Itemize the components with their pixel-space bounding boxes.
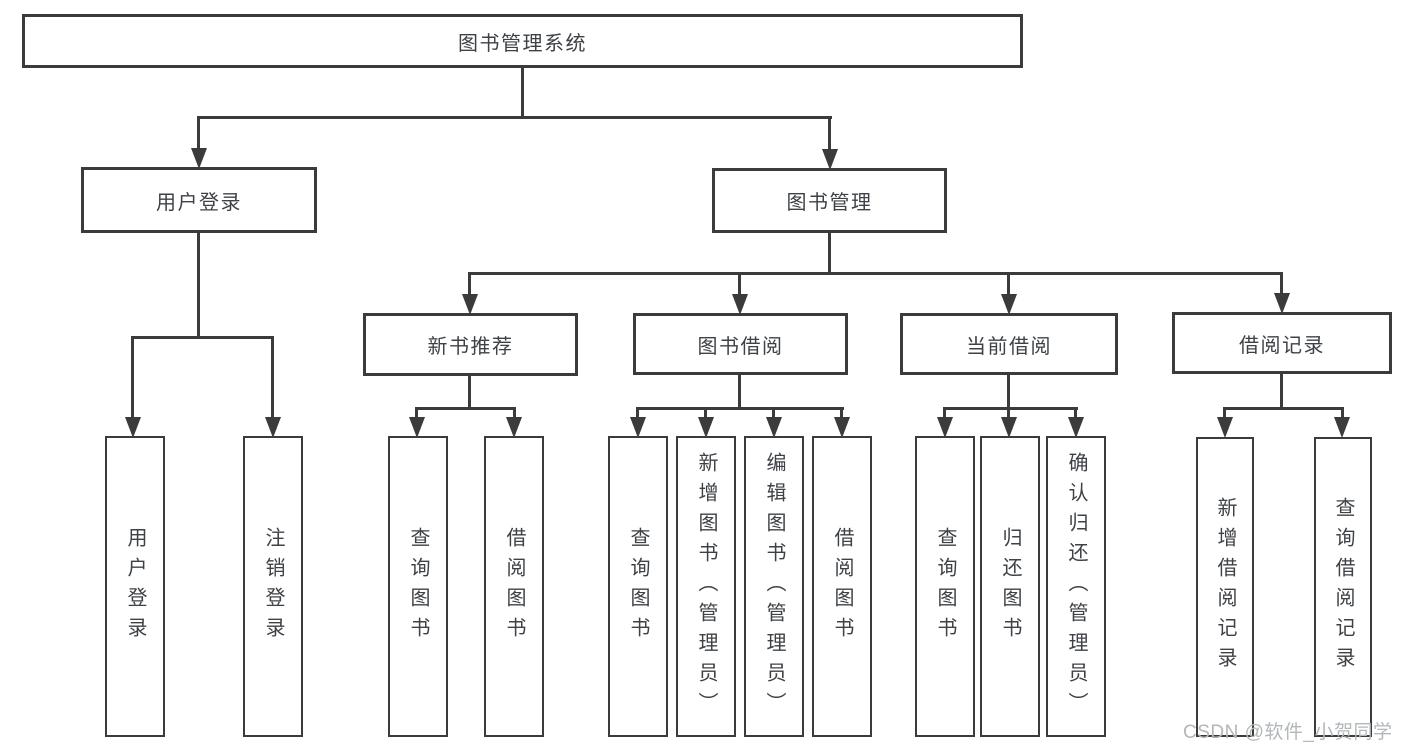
- connector-line: [131, 336, 274, 339]
- arrowhead-icon: [822, 149, 838, 170]
- node-borrow-records: 借阅记录: [1172, 312, 1392, 374]
- leaf-label: 查询图书: [934, 526, 956, 647]
- connector-line: [738, 272, 741, 295]
- leaf-label: 查询图书: [627, 526, 649, 647]
- arrowhead-icon: [630, 417, 646, 438]
- connector-line: [468, 272, 471, 295]
- connector-line: [1007, 375, 1010, 409]
- watermark: CSDN @软件_小贺同学: [1183, 722, 1393, 743]
- connector-line: [1223, 407, 1226, 418]
- connector-line: [1280, 374, 1283, 409]
- connector-line: [198, 116, 832, 119]
- connector-line: [131, 336, 134, 419]
- arrowhead-icon: [265, 417, 281, 438]
- connector-line: [1007, 407, 1010, 418]
- arrowhead-icon: [409, 417, 425, 438]
- leaf-borrow-books-recommend: 借阅图书: [484, 436, 544, 737]
- leaf-add-book-admin: 新增图书（管理员）: [676, 436, 736, 737]
- connector-line: [1007, 272, 1010, 295]
- connector-line: [513, 407, 516, 418]
- connector-line: [1280, 272, 1283, 295]
- connector-line: [828, 233, 831, 274]
- connector-line: [197, 233, 200, 338]
- leaf-label: 新增借阅记录: [1214, 497, 1236, 677]
- connector-line: [943, 407, 1078, 410]
- connector-line: [197, 116, 200, 149]
- leaf-label: 查询图书: [407, 526, 429, 647]
- connector-line: [738, 375, 741, 409]
- arrowhead-icon: [834, 417, 850, 438]
- connector-line: [468, 376, 471, 409]
- node-user-login: 用户登录: [81, 167, 317, 233]
- connector-line: [1223, 407, 1344, 410]
- leaf-label: 借阅图书: [503, 526, 525, 647]
- arrowhead-icon: [1334, 417, 1350, 438]
- leaf-label: 借阅图书: [831, 526, 853, 647]
- arrowhead-icon: [191, 148, 207, 169]
- connector-line: [468, 272, 1283, 275]
- arrowhead-icon: [698, 417, 714, 438]
- leaf-label: 查询借阅记录: [1332, 497, 1354, 677]
- arrowhead-icon: [766, 417, 782, 438]
- connector-line: [636, 407, 639, 418]
- leaf-label: 用户登录: [124, 526, 146, 647]
- node-new-book-recommend: 新书推荐: [363, 313, 578, 376]
- node-current-borrow: 当前借阅: [900, 313, 1118, 375]
- arrowhead-icon: [1217, 417, 1233, 438]
- leaf-query-books-recommend: 查询图书: [388, 436, 448, 737]
- leaf-query-books-current: 查询图书: [915, 436, 975, 737]
- leaf-logout: 注销登录: [243, 436, 303, 737]
- arrowhead-icon: [1001, 294, 1017, 315]
- leaf-user-login: 用户登录: [105, 436, 165, 737]
- connector-line: [1074, 407, 1077, 418]
- connector-line: [1341, 407, 1344, 418]
- connector-line: [271, 336, 274, 419]
- node-root: 图书管理系统: [22, 14, 1023, 68]
- connector-line: [415, 407, 516, 410]
- leaf-label: 编辑图书（管理员）: [763, 451, 785, 722]
- connector-line: [828, 116, 831, 150]
- connector-line: [840, 407, 843, 418]
- arrowhead-icon: [125, 417, 141, 438]
- leaf-edit-book-admin: 编辑图书（管理员）: [744, 436, 804, 737]
- connector-line: [772, 407, 775, 418]
- leaf-add-borrow-record: 新增借阅记录: [1196, 437, 1254, 737]
- leaf-query-borrow-record: 查询借阅记录: [1314, 437, 1372, 737]
- arrowhead-icon: [506, 417, 522, 438]
- node-book-management: 图书管理: [712, 168, 947, 233]
- leaf-label: 确认归还（管理员）: [1065, 451, 1087, 722]
- arrowhead-icon: [462, 294, 478, 315]
- leaf-confirm-return-admin: 确认归还（管理员）: [1046, 436, 1106, 737]
- connector-line: [943, 407, 946, 418]
- connector-line: [415, 407, 418, 418]
- arrowhead-icon: [1068, 417, 1084, 438]
- connector-line: [704, 407, 707, 418]
- leaf-label: 新增图书（管理员）: [695, 451, 717, 722]
- leaf-return-book: 归还图书: [980, 436, 1040, 737]
- arrowhead-icon: [1001, 417, 1017, 438]
- arrowhead-icon: [937, 417, 953, 438]
- leaf-label: 归还图书: [999, 526, 1021, 647]
- connector-line: [636, 407, 844, 410]
- leaf-query-books-borrow: 查询图书: [608, 436, 668, 737]
- leaf-borrow-books: 借阅图书: [812, 436, 872, 737]
- connector-line: [521, 68, 524, 118]
- arrowhead-icon: [732, 294, 748, 315]
- leaf-label: 注销登录: [262, 526, 284, 647]
- node-book-borrow: 图书借阅: [633, 313, 848, 375]
- arrowhead-icon: [1274, 293, 1290, 314]
